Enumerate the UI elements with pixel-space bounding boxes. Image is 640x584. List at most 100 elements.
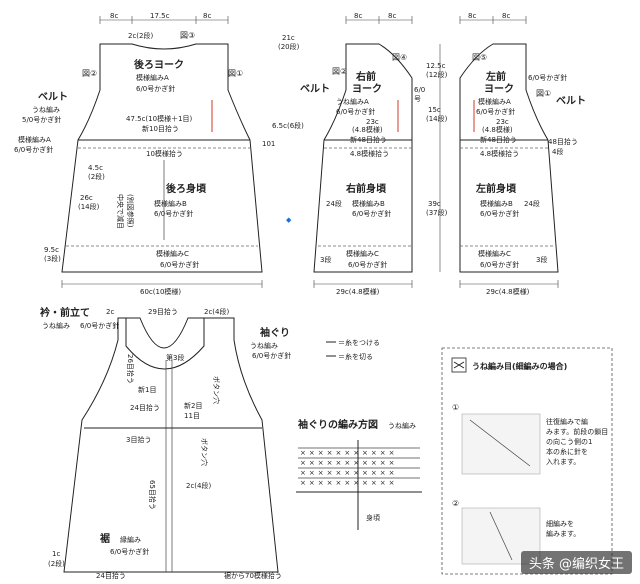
collar-hook: 6/0号かぎ針 xyxy=(80,321,119,330)
lf-r24: 24段 xyxy=(524,199,540,208)
rf-top-w2: 8c xyxy=(388,12,396,20)
top-pick: 29目拾う xyxy=(148,307,178,316)
stitch-grid: ××××××××××× ××××××××××× ××××××××××× ××××… xyxy=(296,440,422,530)
lf-h15b: (14段) xyxy=(426,114,448,123)
lf-h125b: (12段) xyxy=(426,70,448,79)
lf-h125: 12.5c xyxy=(426,62,446,70)
lf-hem-hook: 6/0号かぎ針 xyxy=(480,260,519,269)
back-inc-10: 新10目拾う xyxy=(142,124,179,133)
rf-h6: 6/0 xyxy=(414,86,425,94)
lf-h15: 15c xyxy=(428,106,441,114)
back-fig1: 図① xyxy=(228,69,243,78)
step2-number: ② xyxy=(452,499,459,508)
pick-1: 新1目 xyxy=(138,385,156,394)
pick-11: 11目 xyxy=(184,412,200,420)
svg-text:×××××××××××: ××××××××××× xyxy=(300,459,398,467)
back-belt-hook: 5/0号かぎ針 xyxy=(22,115,61,124)
back-side-45: 4.5c xyxy=(88,164,103,172)
pick-65: 65目拾う xyxy=(148,480,157,510)
lf-hem-pat: 模様編みC xyxy=(478,249,511,258)
rf-fig4: 図④ xyxy=(392,53,407,62)
svg-text:×××××××××××: ××××××××××× xyxy=(300,479,398,487)
right-front-piece: 8c 8c 図④ 21c (20段) ベルト 図② 右前 ヨーク うね編みA 6… xyxy=(272,12,425,296)
lf-top-w1: 8c xyxy=(468,12,476,20)
collar-pattern: うね編み xyxy=(42,321,70,330)
body-label: 身頃 xyxy=(366,513,380,522)
back-outline xyxy=(61,43,263,273)
button-2: 新2目 xyxy=(184,401,202,410)
watermark-badge: 头条 @编织女王 xyxy=(520,551,632,574)
step1-text-3: の向こう側の1 xyxy=(546,437,592,446)
direction-pattern: うね編み xyxy=(388,421,416,430)
btn-hole-2: ボタン穴 xyxy=(200,438,209,466)
rf-body-pat: 模様編みB xyxy=(352,199,385,208)
rf-body-hook: 6/0号かぎ針 xyxy=(352,209,391,218)
lf-h39b: (37段) xyxy=(426,208,448,217)
back-body-title: 後ろ身頃 xyxy=(166,182,207,195)
back-top-left-width: 8c xyxy=(110,12,118,20)
pick-3: 3目拾う xyxy=(126,435,151,444)
step1-text-1: 往復編みで編 xyxy=(546,417,588,426)
lf-bottom: 29c(4.8模様) xyxy=(486,287,530,296)
back-width-47: 47.5c(10模様＋1目) xyxy=(126,114,193,123)
rf-h21: 21c xyxy=(282,34,295,42)
lf-pick48: 48目拾う xyxy=(548,137,578,146)
center-mark: ◆ xyxy=(286,216,292,224)
back-h101: 101 xyxy=(262,140,275,148)
back-hem-hook: 6/0号かぎ針 xyxy=(160,260,199,269)
lf-body-hook: 6/0号かぎ針 xyxy=(480,209,519,218)
rf-pick: 4.8模様拾う xyxy=(350,149,389,158)
direction-title: 袖ぐりの編み方図 xyxy=(297,418,378,431)
lf-r4: 4段 xyxy=(552,147,563,156)
back-side-26b: (14段) xyxy=(78,202,100,211)
hem-hook: 6/0号かぎ針 xyxy=(110,547,149,556)
rf-yoke-title: 右前 xyxy=(355,70,376,83)
hem-title: 裾 xyxy=(100,532,110,545)
back-top-right-width: 8c xyxy=(203,12,211,20)
lf-body-title: 左前身頃 xyxy=(475,182,517,195)
lf-fig1: 図① xyxy=(536,89,551,98)
svg-text:×××××××××××: ××××××××××× xyxy=(300,449,398,457)
back-center-dec: 中央で減目 xyxy=(116,194,125,229)
rf-r24: 24段 xyxy=(326,199,342,208)
rf-belt: ベルト xyxy=(300,83,330,95)
lf-w23: 23c xyxy=(496,118,509,126)
legend: ＝糸をつける ＝糸を切る 袖ぐりの編み方図 うね編み ××××××××××× ×… xyxy=(296,338,422,530)
armhole-title: 袖ぐり xyxy=(259,326,290,339)
back-body-hook: 6/0号かぎ針 xyxy=(154,209,193,218)
rf-h65: 6.5c(6段) xyxy=(272,121,304,130)
step1-text-2: みます。前段の鎖目 xyxy=(546,427,608,436)
back-side-95b: (3段) xyxy=(44,254,61,263)
back-yoke-pattern: 模様編みA xyxy=(136,73,169,82)
hem-pattern: 縁編み xyxy=(120,535,141,544)
back-belt-a-hook: 6/0号かぎ針 xyxy=(14,145,53,154)
rf-r3: 3段 xyxy=(320,255,331,264)
bottom-left-pick: 24目拾う xyxy=(96,571,126,580)
armhole-pattern: うね編み xyxy=(250,341,278,350)
lf-yoke-title: 左前 xyxy=(485,70,506,83)
lf-w23b: (4.8模様) xyxy=(482,125,513,134)
side-2c: 2c xyxy=(106,308,114,316)
back-belt-label: ベルト xyxy=(38,91,68,103)
left-front-piece: 8c 8c 図⑤ 左前 ヨーク 6/0号かぎ針 図① ベルト 模様編みA 6/0… xyxy=(459,12,586,296)
row-3: 第3段 xyxy=(166,353,184,362)
rf-fig2: 図② xyxy=(332,67,347,76)
lf-belt-pat: 模様編みA xyxy=(478,97,511,106)
collar-title: 衿・前立て xyxy=(40,306,90,319)
lf-fig5: 図⑤ xyxy=(472,53,487,62)
rf-hem-hook: 6/0号かぎ針 xyxy=(348,260,387,269)
rf-w23b: (4.8模様) xyxy=(352,125,383,134)
back-side-45b: (2段) xyxy=(88,172,105,181)
back-side-26: 26c xyxy=(80,194,93,202)
svg-text:×××××××××××: ××××××××××× xyxy=(300,469,398,477)
back-pick-10: 10模様拾う xyxy=(146,149,183,158)
lf-top-w2: 8c xyxy=(502,12,510,20)
lf-h39: 39c xyxy=(428,200,441,208)
lf-inc: 新48目拾う xyxy=(480,135,517,144)
lf-r3: 3段 xyxy=(536,255,547,264)
rf-belt-pat: うね編みA xyxy=(336,97,369,106)
lf-outline xyxy=(459,43,559,273)
rf-yoke-title2: ヨーク xyxy=(352,83,382,95)
lf-yoke-pat: 6/0号かぎ針 xyxy=(528,73,567,82)
